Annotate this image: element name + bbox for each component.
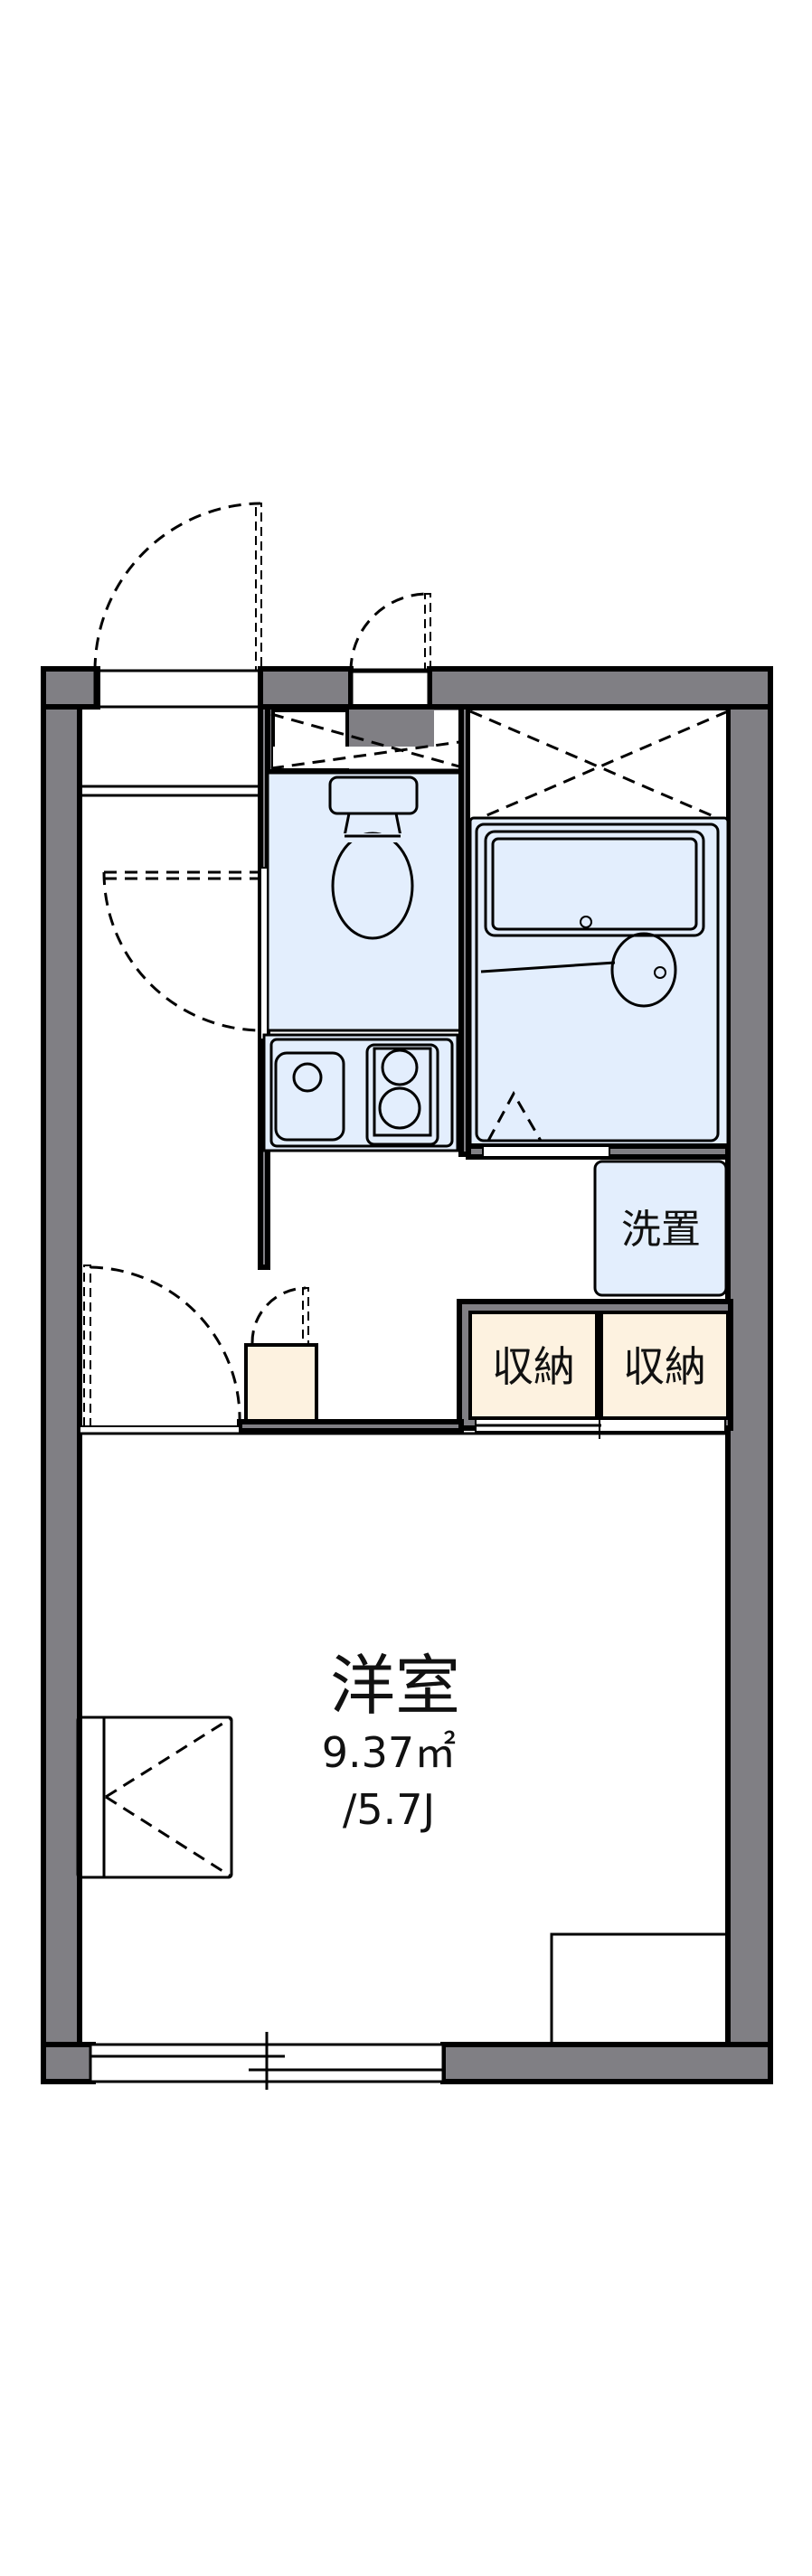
entrance-door xyxy=(80,502,262,709)
washer-space: 洗置 xyxy=(593,1160,728,1297)
washer-label: 洗置 xyxy=(621,1207,701,1253)
room-door xyxy=(83,1264,241,1427)
main-room-name: 洋室 xyxy=(330,1648,460,1724)
closet-left-label: 収納 xyxy=(492,1342,575,1391)
closet-right-label: 収納 xyxy=(623,1342,706,1391)
main-room-tatami: /5.7J xyxy=(343,1785,435,1834)
outer-walls xyxy=(41,666,773,2084)
toilet-upper-shelf xyxy=(265,704,471,775)
main-room-area: 9.37㎡ xyxy=(322,1728,456,1777)
stove xyxy=(365,1043,439,1146)
balcony-window xyxy=(89,2032,445,2090)
main-room-label: 洋室 9.37㎡ /5.7J xyxy=(322,1648,460,1834)
bathroom xyxy=(458,704,731,1160)
toilet-room xyxy=(266,771,463,1032)
kitchen-counter xyxy=(262,1033,459,1152)
closets: 収納 収納 xyxy=(457,1299,733,1439)
bottom-right-box xyxy=(550,1932,731,2046)
sink xyxy=(274,1051,345,1142)
toilet-window xyxy=(348,592,432,724)
sofa-bed-outline xyxy=(76,1716,233,1879)
toilet-door xyxy=(102,867,269,1040)
shoe-cabinet xyxy=(244,1286,318,1424)
